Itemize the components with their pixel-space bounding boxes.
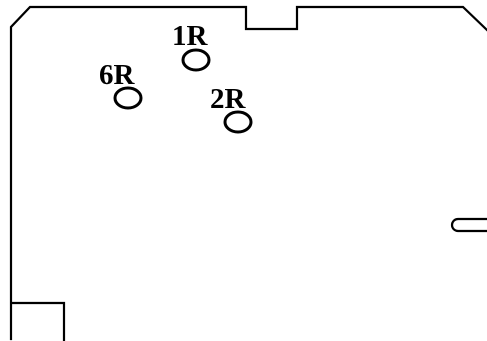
hole-marker-2r <box>223 110 253 134</box>
board-outline <box>9 5 487 341</box>
hole-6r: 6R <box>99 59 143 110</box>
edge-slot <box>450 217 487 233</box>
hole-marker-6r <box>113 86 143 110</box>
hole-label-6r: 6R <box>99 59 136 91</box>
hole-label-1r: 1R <box>172 20 209 52</box>
hole-1r: 1R <box>172 20 211 72</box>
hole-2r: 2R <box>210 83 253 134</box>
hole-marker-1r <box>181 48 211 72</box>
hole-label-2r: 2R <box>210 83 247 115</box>
